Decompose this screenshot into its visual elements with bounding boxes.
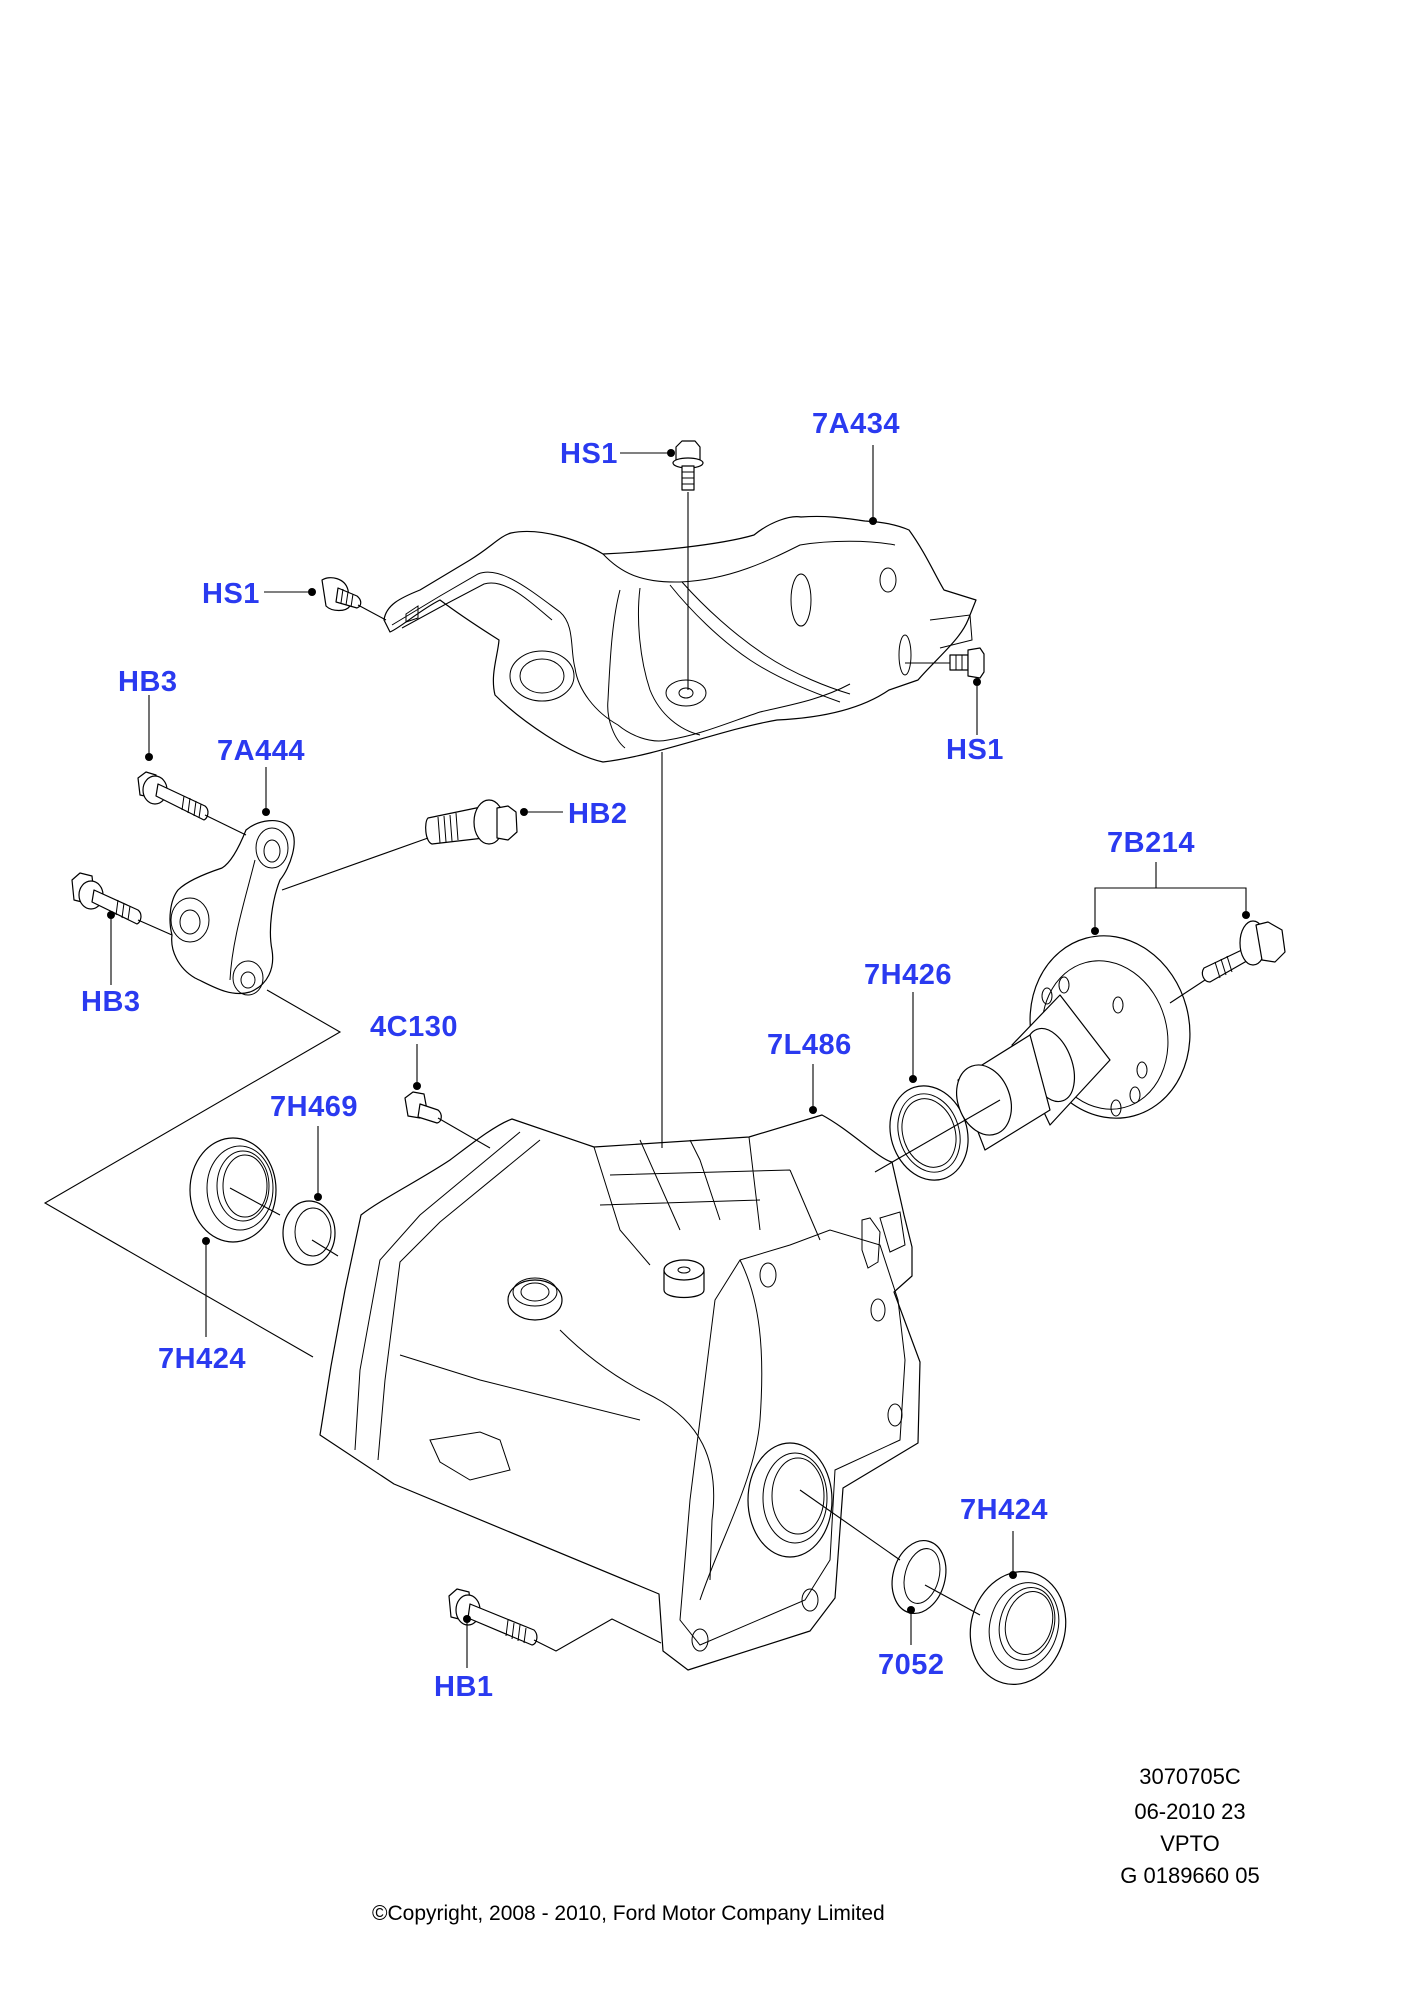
- callout-7a444[interactable]: 7A444: [217, 735, 305, 767]
- bolt-hb3-bottom[interactable]: [71, 872, 142, 925]
- bolt-hs1-left[interactable]: [321, 577, 362, 612]
- housing-7l486[interactable]: [319, 1114, 921, 1671]
- callout-7h424-left[interactable]: 7H424: [158, 1343, 246, 1375]
- callout-7h469[interactable]: 7H469: [270, 1091, 358, 1123]
- group-number: G 0189660 05: [1120, 1863, 1260, 1888]
- callout-hb1[interactable]: HB1: [434, 1671, 494, 1703]
- date-code: 06-2010 23: [1134, 1799, 1246, 1824]
- ring-7h469[interactable]: [282, 1200, 336, 1266]
- callout-4c130[interactable]: 4C130: [370, 1011, 458, 1043]
- bolt-hb1[interactable]: [448, 1588, 538, 1646]
- callout-hs1-top[interactable]: HS1: [560, 438, 618, 470]
- callout-hs1-right[interactable]: HS1: [946, 734, 1004, 766]
- assembly-lines: [43, 492, 1206, 1652]
- catalogue-code: VPTO: [1160, 1831, 1220, 1856]
- callout-hs1-left[interactable]: HS1: [202, 578, 260, 610]
- bolt-4c130[interactable]: [404, 1091, 442, 1124]
- bolt-7b214[interactable]: [1201, 920, 1286, 983]
- callout-leaders: [107, 445, 1250, 1668]
- callout-7l486[interactable]: 7L486: [767, 1029, 852, 1061]
- callout-hb2[interactable]: HB2: [568, 798, 628, 830]
- callout-7a434[interactable]: 7A434: [812, 408, 900, 440]
- ring-7052[interactable]: [884, 1535, 953, 1620]
- callout-7h424-right[interactable]: 7H424: [960, 1494, 1048, 1526]
- copyright-notice: ©Copyright, 2008 - 2010, Ford Motor Comp…: [372, 1902, 885, 1925]
- seal-7h426[interactable]: [878, 1076, 980, 1191]
- bolt-hs1-top[interactable]: [672, 440, 704, 491]
- bolt-hb3-top[interactable]: [137, 771, 209, 821]
- mount-7b214[interactable]: [947, 918, 1210, 1151]
- callout-hb3-bottom[interactable]: HB3: [81, 986, 141, 1018]
- illustration-number: 3070705C: [1139, 1764, 1241, 1789]
- callout-hb3-top[interactable]: HB3: [118, 666, 178, 698]
- seal-7h424-right[interactable]: [958, 1561, 1078, 1695]
- bracket-7a444[interactable]: [169, 820, 295, 996]
- heat-shield-7a434[interactable]: [383, 515, 977, 763]
- bolt-hb2[interactable]: [425, 799, 518, 845]
- callout-7b214[interactable]: 7B214: [1107, 827, 1195, 859]
- bolt-hs1-right[interactable]: [949, 647, 985, 679]
- callout-7052[interactable]: 7052: [878, 1649, 945, 1681]
- callout-7h426[interactable]: 7H426: [864, 959, 952, 991]
